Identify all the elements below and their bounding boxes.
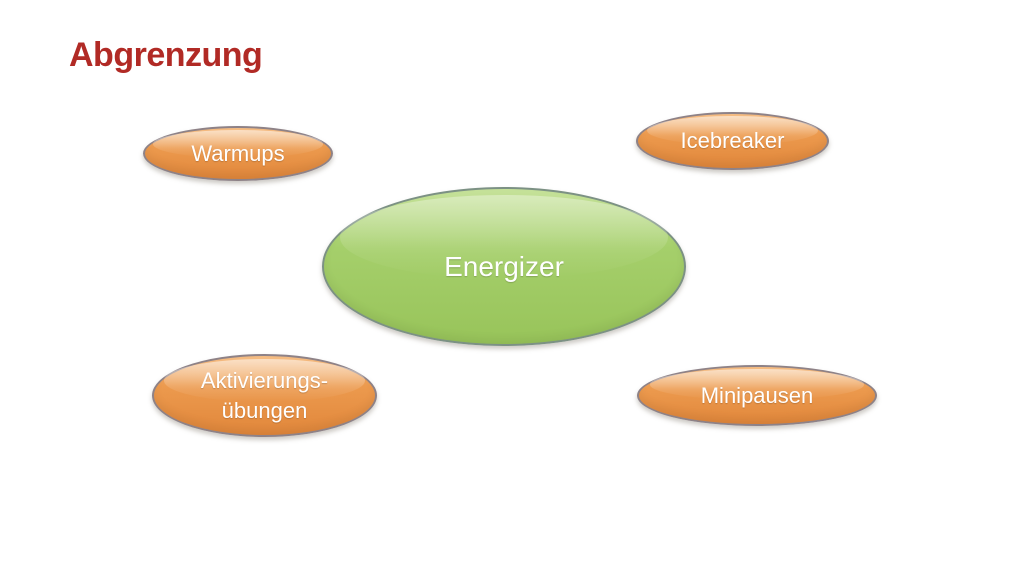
node-icebreaker-label: Icebreaker xyxy=(680,128,785,154)
node-energizer: Energizer xyxy=(322,187,686,346)
node-minipausen-label: Minipausen xyxy=(700,382,814,408)
node-energizer-label: Energizer xyxy=(444,250,564,282)
node-minipausen: Minipausen xyxy=(637,365,877,426)
node-aktivierungsuebungen: Aktivierungs-übungen xyxy=(152,354,377,437)
node-warmups: Warmups xyxy=(143,126,333,181)
node-warmups-label: Warmups xyxy=(191,140,285,166)
node-icebreaker: Icebreaker xyxy=(636,112,829,170)
node-aktivierungsuebungen-label: Aktivierungs-übungen xyxy=(200,367,329,423)
slide-title: Abgrenzung xyxy=(69,36,263,74)
